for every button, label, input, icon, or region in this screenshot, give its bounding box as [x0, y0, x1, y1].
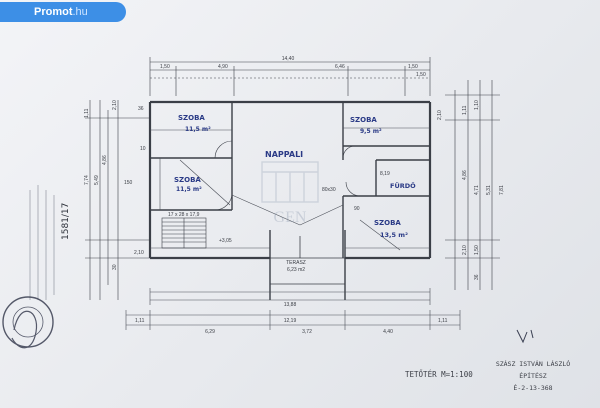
top-dim-label: 1,50 — [408, 64, 418, 70]
sheet-title: TETŐTÉR M=1:100 — [405, 370, 473, 379]
terrace-area: 6,23 m2 — [287, 267, 305, 273]
stair-dims: 17 x 28 x 17,9 — [168, 212, 200, 218]
right-dim-label: 1,50 — [474, 245, 480, 255]
top-dim-label: 4,90 — [218, 64, 228, 70]
overall-width-label: 14,40 — [282, 56, 295, 62]
right-dim-label: 4,86 — [462, 170, 468, 180]
left-dim-label: 2,10 — [112, 100, 118, 110]
room-area: 11,5 m² — [176, 186, 202, 193]
right-dim-label: 4,71 — [474, 185, 480, 195]
site-tld: .hu — [72, 6, 88, 18]
left-dimension-lines — [85, 100, 150, 300]
site-logo-badge[interactable]: Promot.hu — [0, 2, 126, 22]
right-dim-label: 7,81 — [499, 185, 505, 195]
misc-dim: 2,10 — [134, 250, 144, 256]
right-dim-label: 5,31 — [486, 185, 492, 195]
left-dim-label: 4,86 — [102, 155, 108, 165]
misc-dim: 10 — [140, 146, 146, 152]
site-name: Promot — [34, 6, 73, 18]
misc-dim: 150 — [124, 180, 133, 186]
right-dim-label: 2,10 — [437, 110, 443, 120]
room-name: SZOBA — [178, 114, 205, 122]
bottom-dim-label: 6,29 — [205, 329, 215, 335]
misc-dim: 36 — [138, 106, 144, 112]
top-dim-label: 6,46 — [335, 64, 345, 70]
left-margin-text-lines — [29, 185, 55, 300]
watermark-text: GEN — [274, 209, 307, 226]
bottom-dim-label: 12,19 — [284, 318, 297, 324]
misc-dim: 80x30 — [322, 187, 336, 193]
architect-license: É-2-13-368 — [513, 383, 552, 392]
architect-name: SZÁSZ ISTVÁN LÁSZLÓ — [496, 359, 570, 368]
right-dimension-lines — [445, 80, 500, 290]
left-dim-label: 5,49 — [94, 175, 100, 185]
top-dim-label: 1,50 — [416, 72, 426, 78]
left-dim-label: 30 — [112, 264, 118, 270]
room-name: SZOBA — [374, 219, 401, 227]
room-name: NAPPALI — [265, 150, 303, 159]
room-name: SZOBA — [174, 176, 201, 184]
misc-dim: 8,19 — [380, 171, 390, 177]
construction-lines — [125, 127, 461, 330]
architect-role: ÉPÍTÉSZ — [519, 371, 546, 380]
room-name: SZOBA — [350, 116, 377, 124]
bottom-dim-label: 1,11 — [438, 318, 448, 324]
top-dimension-lines — [149, 57, 431, 96]
watermark: GEN — [261, 161, 319, 226]
bottom-dim-label: 1,11 — [135, 318, 145, 324]
right-dim-label: 1,10 — [474, 100, 480, 110]
left-dim-label: 1,11 — [84, 108, 90, 118]
terrace-label: TERASZ — [286, 260, 306, 266]
right-dim-label: 1,11 — [462, 105, 468, 115]
architect-signature — [516, 329, 534, 344]
room-area: 11,5 m² — [185, 126, 211, 133]
official-stamp — [2, 296, 54, 349]
door-swings — [214, 140, 361, 211]
level-mark: +3,05 — [219, 238, 232, 244]
room-area: 9,5 m² — [360, 128, 382, 135]
room-name: FÜRDŐ — [390, 181, 416, 190]
bottom-dim-label: 13,88 — [284, 302, 297, 308]
bottom-dim-label: 4,40 — [383, 329, 393, 335]
misc-dim: 90 — [354, 206, 360, 212]
staircase — [161, 217, 207, 249]
left-dim-label: 7,74 — [84, 175, 90, 185]
top-dim-label: 1,50 — [160, 64, 170, 70]
terrace-outline — [269, 236, 346, 285]
bottom-dim-label: 3,72 — [302, 329, 312, 335]
right-dim-label: 2,10 — [462, 245, 468, 255]
right-dim-label: 36 — [474, 274, 480, 280]
room-area: 13,5 m² — [380, 231, 408, 239]
reference-number: 1581/17 — [61, 203, 71, 240]
